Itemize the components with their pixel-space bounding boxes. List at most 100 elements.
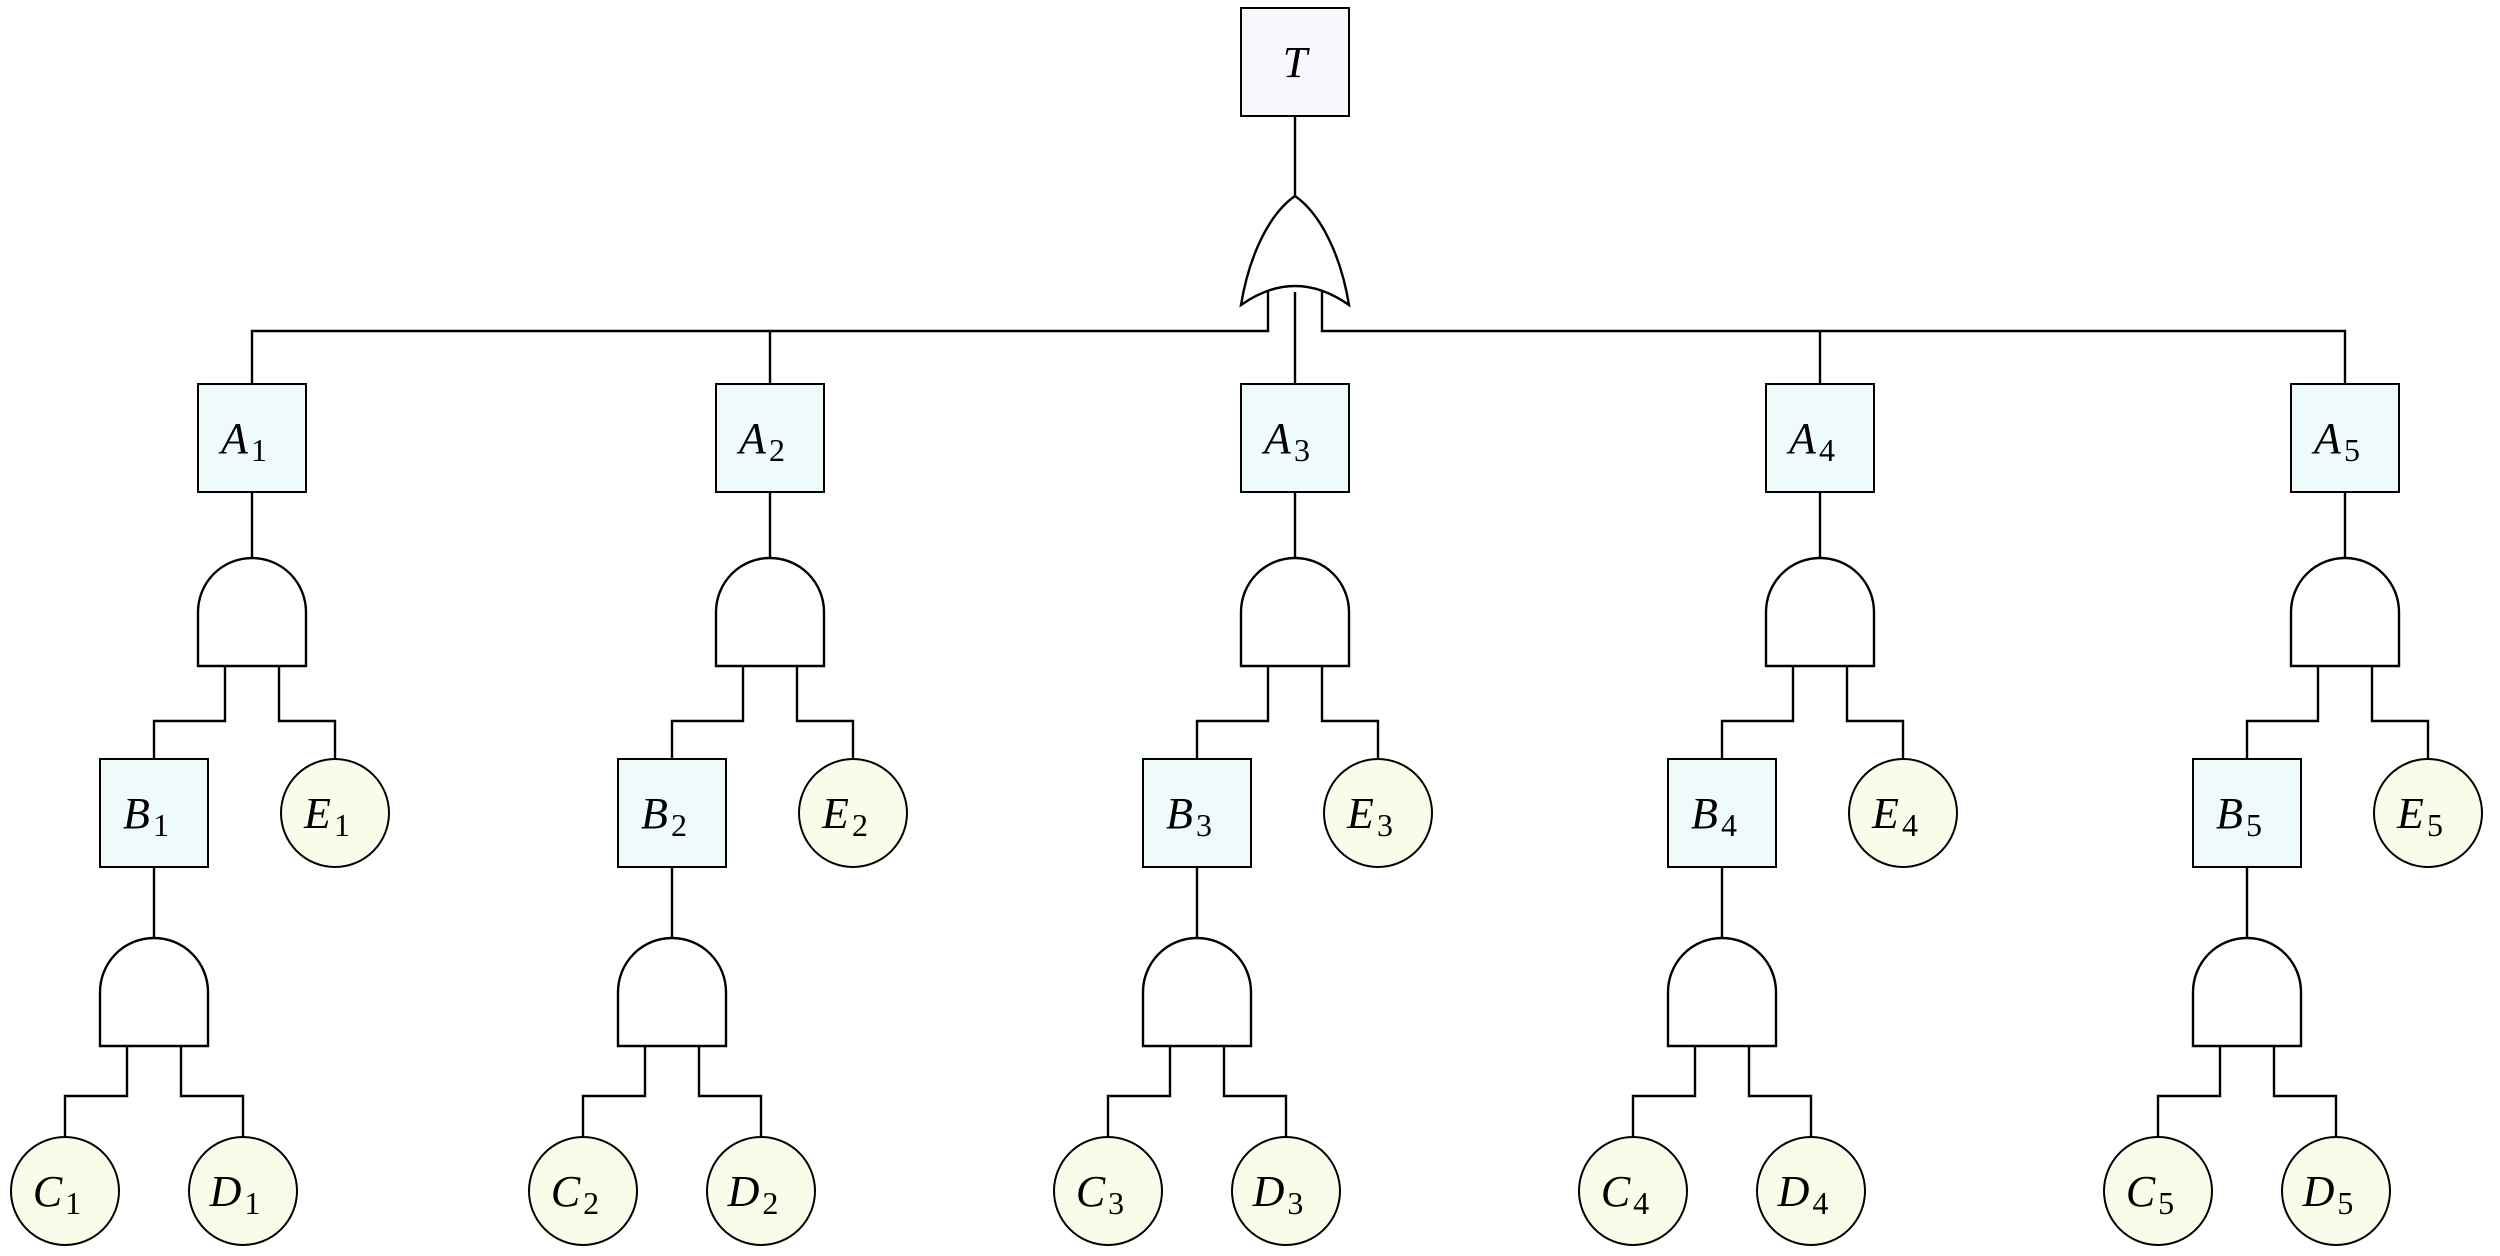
wire-gate-to-B2 — [670, 666, 745, 759]
event-D3: D3 — [1231, 1136, 1341, 1246]
event-A4: A4 — [1765, 383, 1875, 493]
event-E5-circle — [2373, 758, 2483, 868]
event-D1-subscript: 1 — [244, 1185, 260, 1221]
event-D3-subscript: 3 — [1287, 1185, 1303, 1221]
event-D5: D5 — [2281, 1136, 2391, 1246]
event-B4-box — [1667, 758, 1777, 868]
event-A2-subscript: 2 — [769, 432, 785, 468]
event-C1-letter: C — [33, 1167, 63, 1216]
event-D1: D1 — [188, 1136, 298, 1246]
event-E1-label: E1 — [303, 789, 350, 843]
event-D2-label: D2 — [727, 1167, 779, 1221]
event-B3-label: B3 — [1166, 789, 1212, 843]
wire-gate-to-E2 — [795, 666, 855, 759]
and-gate-icon — [2191, 936, 2303, 1048]
event-E3-circle — [1323, 758, 1433, 868]
event-E5-label: E5 — [2396, 789, 2443, 843]
wire-gate-to-E5 — [2370, 666, 2430, 759]
event-A3-letter: A — [1261, 414, 1292, 463]
event-D1-label: D1 — [209, 1167, 261, 1221]
event-A4-label: A4 — [1786, 414, 1835, 468]
event-E3-subscript: 3 — [1377, 807, 1393, 843]
wire-gate-to-C1 — [63, 1046, 129, 1137]
event-B3-box — [1142, 758, 1252, 868]
or-gate-icon — [1239, 194, 1351, 308]
event-C5: C5 — [2103, 1136, 2213, 1246]
event-D2-letter: D — [727, 1167, 760, 1216]
event-A3-box — [1240, 383, 1350, 493]
event-E2-letter: E — [821, 789, 849, 838]
wire-gate-to-C2 — [581, 1046, 647, 1137]
event-A4-subscript: 4 — [1819, 432, 1835, 468]
event-C3: C3 — [1053, 1136, 1163, 1246]
and-gate-icon — [98, 936, 210, 1048]
event-E5: E5 — [2373, 758, 2483, 868]
and-gate-icon — [2289, 556, 2401, 668]
event-E4: E4 — [1848, 758, 1958, 868]
top-event-box — [1240, 7, 1350, 117]
wire-gate-to-B5 — [2245, 666, 2320, 759]
event-E4-subscript: 4 — [1902, 807, 1918, 843]
event-B1-subscript: 1 — [153, 807, 169, 843]
event-C1-circle — [10, 1136, 120, 1246]
and-gate-icon — [714, 556, 826, 668]
wire-gate-to-B1 — [152, 666, 227, 759]
event-B3-subscript: 3 — [1196, 807, 1212, 843]
event-E2-circle — [798, 758, 908, 868]
event-C3-label: C3 — [1076, 1167, 1124, 1221]
event-E2-label: E2 — [821, 789, 868, 843]
event-D5-circle — [2281, 1136, 2391, 1246]
event-C4-label: C4 — [1601, 1167, 1649, 1221]
event-B2-subscript: 2 — [671, 807, 687, 843]
connector-lines — [63, 116, 2430, 1137]
event-E3-label: E3 — [1346, 789, 1393, 843]
event-A3: A3 — [1240, 383, 1350, 493]
wire-gate-to-D3 — [1222, 1046, 1288, 1137]
event-C1: C1 — [10, 1136, 120, 1246]
wire-bus-right-a — [1320, 292, 2347, 384]
and-gate-icon — [1141, 936, 1253, 1048]
event-C2-circle — [528, 1136, 638, 1246]
event-A4-box — [1765, 383, 1875, 493]
event-A5: A5 — [2290, 383, 2400, 493]
event-D4-label: D4 — [1777, 1167, 1829, 1221]
event-A5-letter: A — [2311, 414, 2342, 463]
event-B5-box — [2192, 758, 2302, 868]
event-B3: B3 — [1142, 758, 1252, 868]
event-C2-letter: C — [551, 1167, 581, 1216]
event-B1-label: B1 — [123, 789, 169, 843]
event-B2-letter: B — [641, 789, 668, 838]
event-B1: B1 — [99, 758, 209, 868]
event-A5-label: A5 — [2311, 414, 2360, 468]
wire-gate-to-D5 — [2272, 1046, 2338, 1137]
event-C4: C4 — [1578, 1136, 1688, 1246]
event-B4-label: B4 — [1691, 789, 1737, 843]
event-B3-letter: B — [1166, 789, 1193, 838]
event-A3-subscript: 3 — [1294, 432, 1310, 468]
event-E4-label: E4 — [1871, 789, 1918, 843]
event-D3-label: D3 — [1252, 1167, 1304, 1221]
event-E2-subscript: 2 — [852, 807, 868, 843]
event-A1-box — [197, 383, 307, 493]
event-A2-box — [715, 383, 825, 493]
top-event-letter: T — [1283, 38, 1311, 87]
event-D1-letter: D — [209, 1167, 242, 1216]
event-C2-subscript: 2 — [583, 1185, 599, 1221]
logic-gates — [98, 194, 2401, 1048]
event-C1-label: C1 — [33, 1167, 81, 1221]
event-C2-label: C2 — [551, 1167, 599, 1221]
event-A1-letter: A — [218, 414, 249, 463]
event-B5-letter: B — [2216, 789, 2243, 838]
event-C5-label: C5 — [2126, 1167, 2174, 1221]
event-A1-subscript: 1 — [251, 432, 267, 468]
event-A1: A1 — [197, 383, 307, 493]
event-A5-subscript: 5 — [2344, 432, 2360, 468]
event-D3-letter: D — [1252, 1167, 1285, 1216]
event-D2-subscript: 2 — [762, 1185, 778, 1221]
event-A2-label: A2 — [736, 414, 785, 468]
event-E4-letter: E — [1871, 789, 1899, 838]
wire-gate-to-D2 — [697, 1046, 763, 1137]
event-B4-letter: B — [1691, 789, 1718, 838]
